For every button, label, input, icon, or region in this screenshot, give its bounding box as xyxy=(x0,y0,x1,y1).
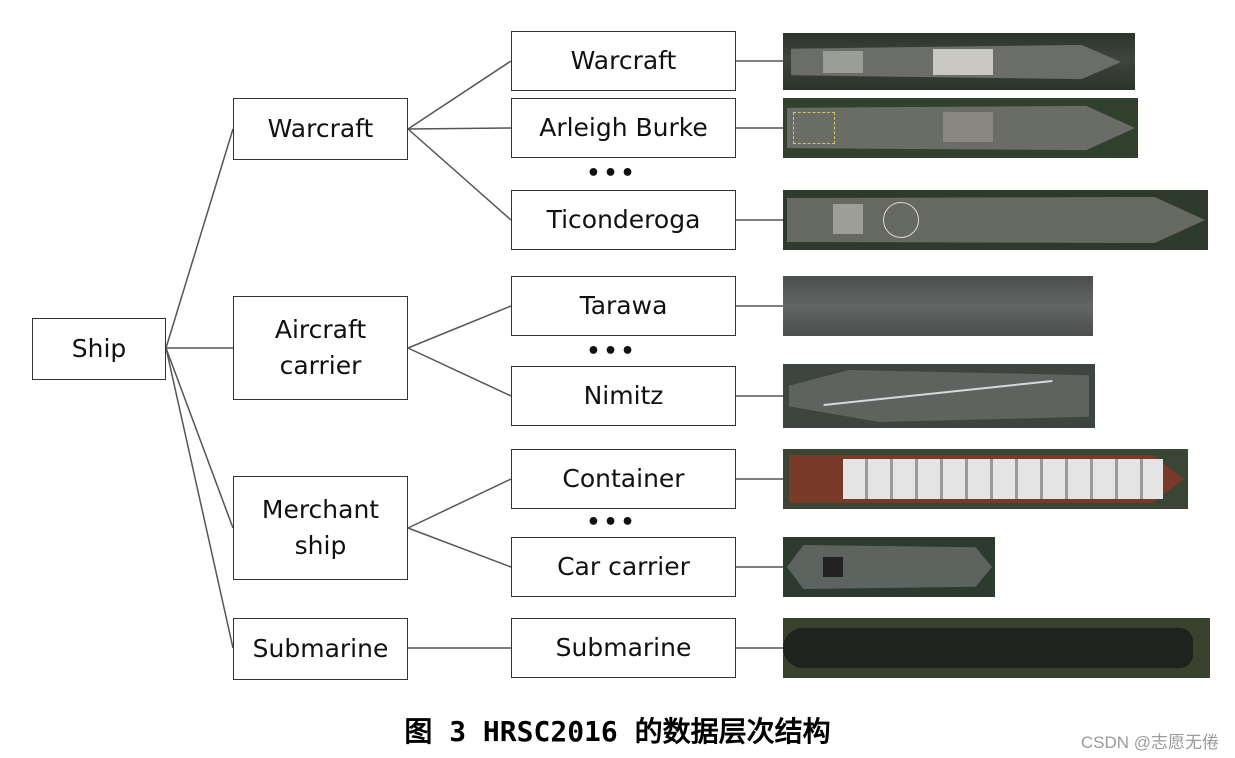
edge-warcraft-ticonderoga xyxy=(407,128,512,221)
node-type-container: Container xyxy=(511,449,736,509)
node-type-tarawa: Tarawa xyxy=(511,276,736,336)
hierarchy-diagram xyxy=(165,60,783,649)
node-category-warcraft: Warcraft xyxy=(233,98,408,160)
node-category-aircraft-carrier: Aircraft carrier xyxy=(233,296,408,400)
edge-merchant-container xyxy=(407,478,512,529)
connector-lines xyxy=(165,60,783,649)
node-category-merchant-ship: Merchant ship xyxy=(233,476,408,580)
ellipsis-warcraft: ••• xyxy=(586,161,638,186)
edge-warcraft-arleigh-burke xyxy=(407,127,512,130)
ship-image-arleigh-burke xyxy=(783,98,1138,158)
node-type-car-carrier: Car carrier xyxy=(511,537,736,597)
figure-caption: 图 3 HRSC2016 的数据层次结构 xyxy=(404,715,831,748)
edge-aircraft-nimitz xyxy=(407,347,512,397)
node-type-ticonderoga: Ticonderoga xyxy=(511,190,736,250)
watermark: CSDN @志愿无倦 xyxy=(1080,733,1219,752)
ellipsis-aircraft-carrier: ••• xyxy=(586,339,638,364)
edge-merchant-car-carrier xyxy=(407,527,512,568)
node-type-submarine: Submarine xyxy=(511,618,736,678)
ship-image-warcraft xyxy=(783,33,1135,90)
ship-image-nimitz xyxy=(783,364,1095,428)
edge-ship-warcraft xyxy=(165,128,234,349)
ship-image-submarine xyxy=(783,618,1210,678)
node-category-submarine: Submarine xyxy=(233,618,408,680)
node-type-nimitz: Nimitz xyxy=(511,366,736,426)
ship-image-car-carrier xyxy=(783,537,995,597)
ship-image-ticonderoga xyxy=(783,190,1208,250)
edge-warcraft-warcraft xyxy=(407,60,512,130)
edge-aircraft-tarawa xyxy=(407,305,512,349)
edge-ship-submarine xyxy=(165,347,234,649)
node-root-ship: Ship xyxy=(32,318,166,380)
ship-image-tarawa xyxy=(783,276,1093,336)
ellipsis-merchant-ship: ••• xyxy=(586,510,638,535)
node-type-arleigh-burke: Arleigh Burke xyxy=(511,98,736,158)
node-type-warcraft: Warcraft xyxy=(511,31,736,91)
edge-ship-merchant-ship xyxy=(165,347,234,529)
ship-image-container xyxy=(783,449,1188,509)
